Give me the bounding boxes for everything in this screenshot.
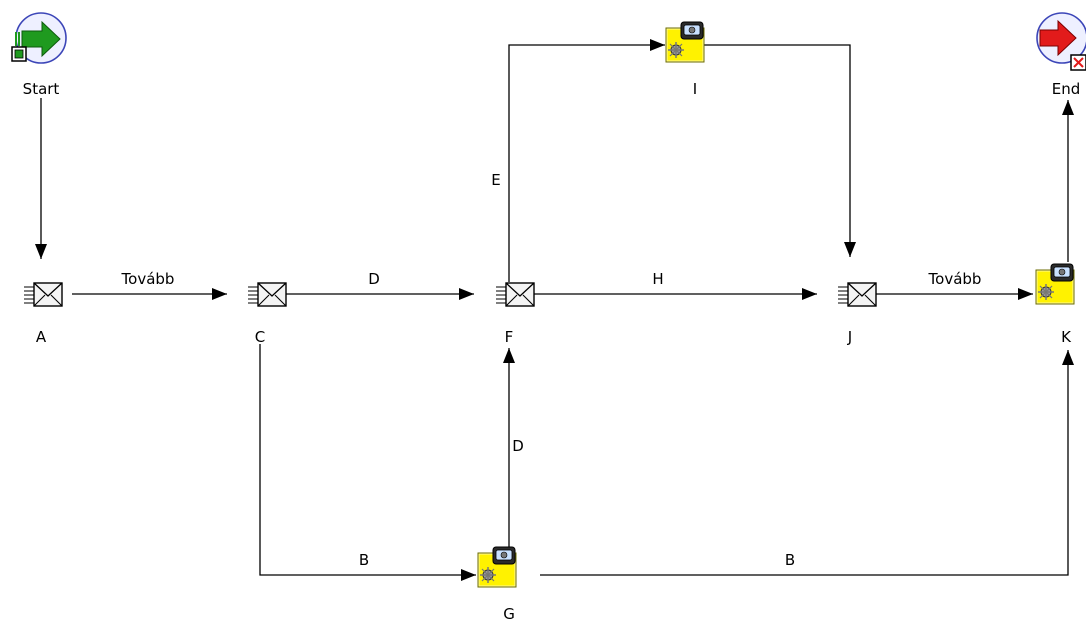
arrowhead-k-to-end	[1062, 100, 1074, 115]
edge-label-c-g: B	[359, 551, 369, 569]
node-label-i: I	[693, 80, 697, 98]
edge-c-to-g	[259, 344, 476, 576]
node-g[interactable]: G	[477, 546, 517, 623]
edge-label-g-k: B	[785, 551, 795, 569]
edge-label-f-j: H	[652, 270, 663, 288]
edge-labels-layer: Tovább D H Tovább E B D B	[121, 171, 982, 569]
arrowhead-i-to-j	[844, 242, 856, 257]
node-label-k: K	[1061, 328, 1072, 346]
envelope-icon	[23, 282, 63, 307]
envelope-icon	[837, 282, 877, 307]
envelope-icon	[495, 282, 535, 307]
node-i[interactable]: I	[665, 21, 705, 98]
node-label-end: End	[1052, 80, 1081, 98]
arrowhead-a-to-c	[212, 288, 227, 300]
end-arrow-icon	[1036, 12, 1086, 71]
arrowhead-c-to-f	[459, 288, 474, 300]
node-label-j: J	[847, 328, 852, 346]
node-label-g: G	[503, 605, 515, 623]
node-c[interactable]: C	[247, 282, 287, 346]
node-k[interactable]: K	[1035, 263, 1075, 346]
edge-label-g-f: D	[512, 437, 524, 455]
edge-label-a-c: Tovább	[121, 270, 175, 288]
node-end[interactable]: End	[1036, 12, 1086, 98]
arrowhead-g-to-f	[503, 348, 515, 363]
arrowhead-g-to-k	[1062, 350, 1074, 365]
edge-label-j-k: Tovább	[928, 270, 982, 288]
node-label-f: F	[505, 328, 514, 346]
arrowhead-j-to-k	[1018, 288, 1033, 300]
start-arrow-icon	[11, 12, 67, 64]
node-label-start: Start	[23, 80, 60, 98]
edge-g-to-k	[540, 350, 1069, 576]
edge-label-c-f: D	[368, 270, 380, 288]
edge-i-to-j	[704, 44, 851, 257]
node-label-a: A	[36, 328, 47, 346]
edges-layer	[35, 39, 1074, 581]
function-gear-icon	[1035, 263, 1075, 305]
node-start[interactable]: Start	[11, 12, 67, 98]
arrowhead-start-to-a	[35, 244, 47, 259]
node-f[interactable]: F	[495, 282, 535, 346]
function-gear-icon	[477, 546, 517, 588]
arrowhead-c-to-g	[461, 569, 476, 581]
envelope-icon	[247, 282, 287, 307]
node-j[interactable]: J	[837, 282, 877, 346]
node-label-c: C	[255, 328, 265, 346]
edge-f-to-i	[508, 44, 665, 282]
arrowhead-f-to-i	[650, 39, 665, 51]
edge-label-f-i: E	[491, 171, 500, 189]
node-a[interactable]: A	[23, 282, 63, 346]
arrowhead-f-to-j	[802, 288, 817, 300]
function-gear-icon	[665, 21, 705, 63]
